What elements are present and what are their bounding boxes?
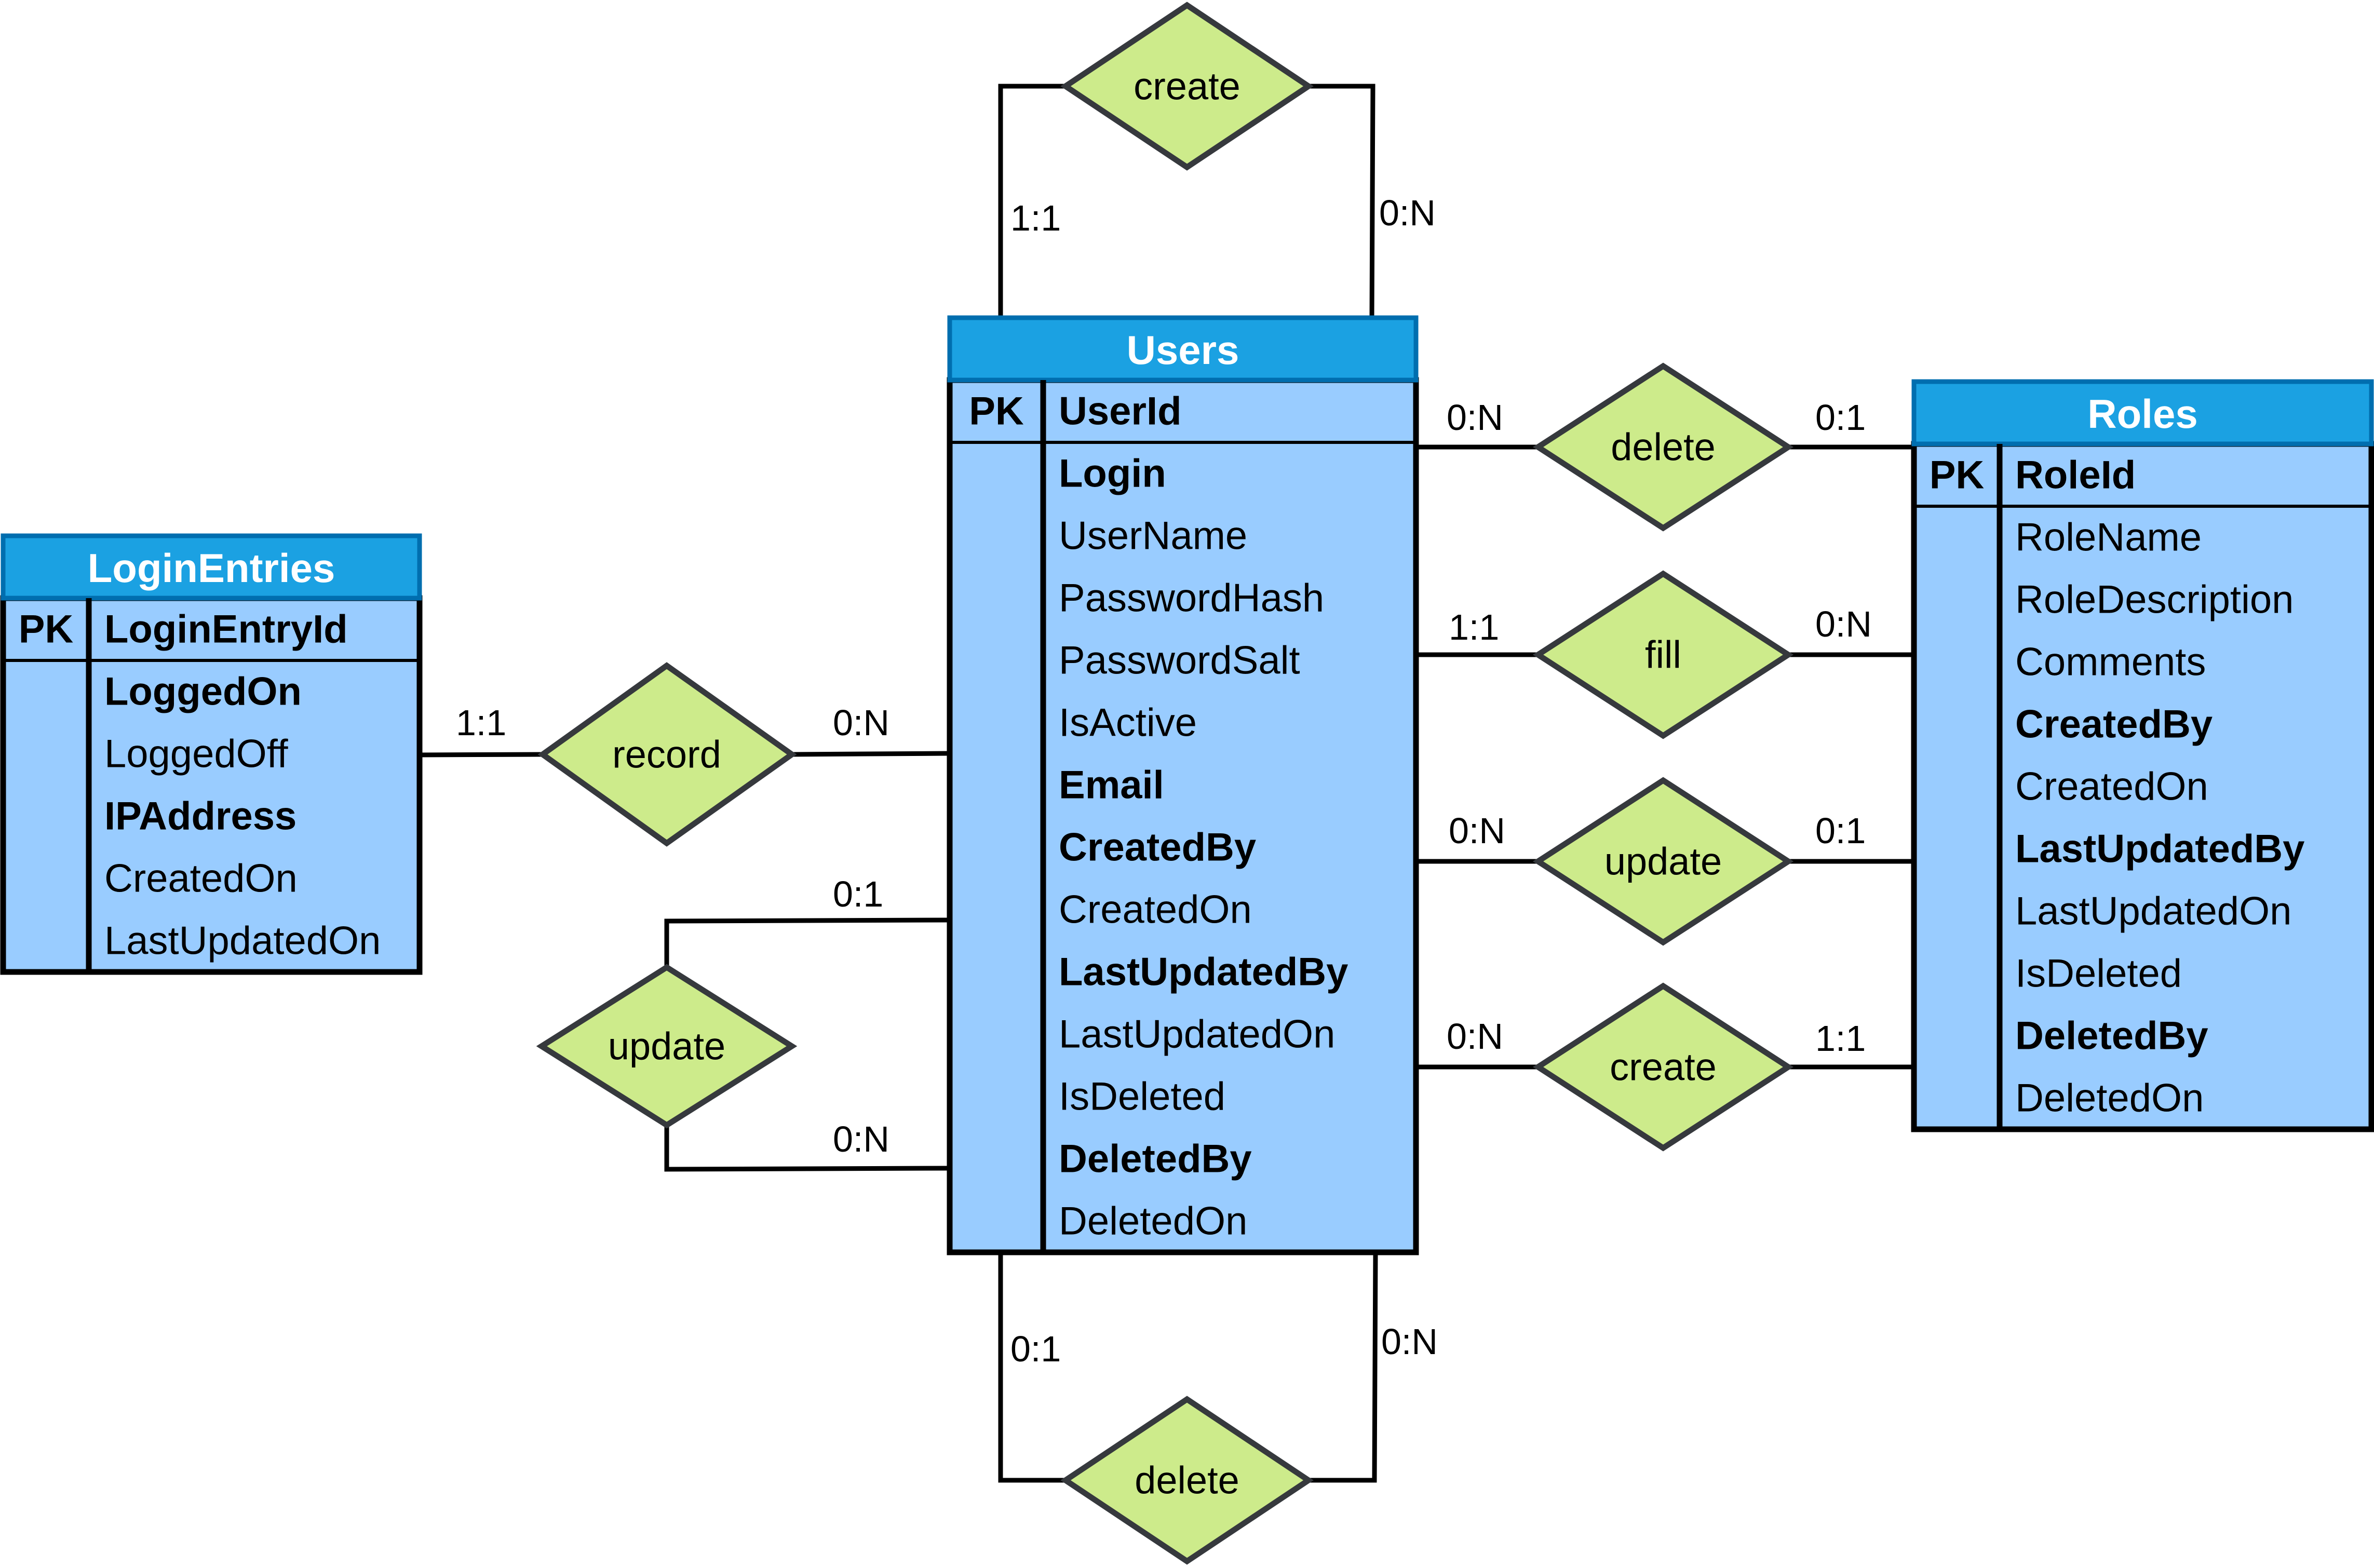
entity-field[interactable]: LastUpdatedBy [1059, 950, 1348, 994]
connector-users-create-left [998, 84, 1065, 318]
relationship-update-roles[interactable]: update [1532, 777, 1794, 946]
cardinality-label: 0:N [833, 702, 889, 743]
entity-body [947, 377, 1419, 1255]
entity-field[interactable]: UserName [1059, 514, 1247, 558]
entity-field[interactable]: DeletedOn [1059, 1199, 1247, 1243]
cardinality-label: 0:N [1815, 604, 1872, 644]
relationship-diamond [1532, 777, 1794, 946]
connectors [419, 84, 1914, 1483]
cardinality-label: 0:N [1379, 193, 1436, 233]
cardinality-label: 0:1 [1815, 810, 1866, 851]
relationship-diamond [537, 662, 797, 847]
entity-field[interactable]: IsActive [1059, 701, 1197, 745]
entity-field[interactable]: IPAddress [104, 794, 296, 839]
entity-field[interactable]: Login [1059, 452, 1166, 496]
relationship-label: delete [1611, 426, 1716, 469]
connector-users-update-top [664, 917, 950, 967]
relationship-label: create [1134, 65, 1240, 108]
entity-field[interactable]: CreatedOn [1059, 888, 1252, 932]
cardinality-label: 0:N [1447, 1016, 1503, 1057]
relationship-label: create [1610, 1046, 1717, 1089]
cardinality-label: 0:1 [1010, 1329, 1061, 1369]
connector-users-delete-right [1309, 1253, 1378, 1483]
relationship-delete-users[interactable]: delete [1060, 1396, 1314, 1565]
cardinalities: 1:1 0:N 0:1 0:N 0:1 0:N 1:1 0:N 0:N 0:1 … [456, 193, 1872, 1369]
pk-field[interactable]: UserId [1059, 389, 1182, 434]
pk-field[interactable]: LoginEntryId [104, 607, 348, 652]
cardinality-label: 1:1 [456, 702, 506, 743]
connector-login-record-left [419, 752, 543, 758]
entity-field[interactable]: RoleName [2015, 516, 2202, 560]
entity-field[interactable]: LastUpdatedOn [104, 919, 381, 963]
entity-field[interactable]: CreatedBy [1059, 826, 1256, 870]
entity-field[interactable]: CreatedBy [2015, 702, 2213, 747]
relationship-create-roles[interactable]: create [1532, 982, 1794, 1152]
entity-field[interactable]: IsDeleted [2015, 952, 2182, 996]
pk-field[interactable]: RoleId [2015, 453, 2136, 497]
entity-header [1911, 379, 2374, 447]
entity-field[interactable]: DeletedBy [1059, 1137, 1252, 1181]
pk-label: PK [19, 607, 74, 652]
cardinality-label: 1:1 [1449, 607, 1499, 647]
relationship-fill-roles[interactable]: fill [1532, 570, 1794, 739]
relationship-delete-roles[interactable]: delete [1532, 362, 1794, 532]
cardinality-label: 0:N [1381, 1321, 1438, 1362]
relationship-diamond [1060, 2, 1314, 171]
relationship-record[interactable]: record [537, 662, 797, 847]
entity-field[interactable]: RoleDescription [2015, 578, 2294, 622]
relationship-label: delete [1135, 1459, 1239, 1502]
entity-body [0, 595, 423, 975]
cardinality-label: 0:N [833, 1119, 889, 1159]
relationship-label: update [608, 1025, 725, 1068]
entity-field[interactable]: PasswordSalt [1059, 639, 1300, 683]
connector-users-update-bottom [664, 1125, 950, 1172]
entity-field[interactable]: IsDeleted [1059, 1075, 1225, 1119]
connector-users-delete-left [998, 1254, 1065, 1483]
relationship-diamond [1532, 570, 1794, 739]
pk-label: PK [969, 389, 1024, 434]
connector-users-create-right [1309, 84, 1375, 318]
cardinality-label: 0:N [1447, 397, 1503, 438]
cardinality-label: 0:N [1449, 810, 1505, 851]
relationship-label: update [1604, 840, 1722, 883]
pk-label: PK [1930, 453, 1985, 497]
entity-title: Roles [2087, 391, 2197, 437]
entity-field[interactable]: Comments [2015, 640, 2206, 684]
entity-field[interactable]: LastUpdatedBy [2015, 827, 2304, 871]
cardinality-label: 1:1 [1010, 198, 1061, 238]
relationship-label: record [612, 733, 721, 776]
entity-field[interactable]: LastUpdatedOn [2015, 889, 2291, 934]
relationship-update-users[interactable]: update [536, 964, 798, 1129]
relationship-diamond [1532, 362, 1794, 532]
entity-body [1911, 441, 2374, 1132]
entity-field[interactable]: PasswordHash [1059, 576, 1324, 620]
entity-field[interactable]: CreatedOn [104, 857, 298, 901]
entity-title: Users [1127, 327, 1239, 373]
entity-field[interactable]: CreatedOn [2015, 765, 2208, 809]
entity-header [947, 315, 1419, 383]
entity-header [1, 533, 422, 601]
relationship-diamond [1060, 1396, 1314, 1565]
cardinality-label: 1:1 [1815, 1018, 1866, 1059]
relationship-diamond [1532, 982, 1794, 1152]
entity-field[interactable]: DeletedBy [2015, 1014, 2208, 1058]
entity-field[interactable]: LoggedOn [104, 670, 302, 714]
relationship-create-users[interactable]: create [1060, 2, 1314, 171]
entity-field[interactable]: DeletedOn [2015, 1076, 2204, 1120]
connector-login-record-right [791, 751, 950, 757]
entity-field[interactable]: LastUpdatedOn [1059, 1012, 1335, 1057]
cardinality-label: 0:1 [833, 874, 883, 914]
relationship-diamond [536, 964, 798, 1129]
relationship-label: fill [1645, 633, 1681, 677]
entity-field[interactable]: LoggedOff [104, 732, 288, 776]
entity-field[interactable]: Email [1059, 763, 1164, 807]
entity-title: LoginEntries [88, 545, 335, 591]
cardinality-label: 0:1 [1815, 397, 1866, 438]
